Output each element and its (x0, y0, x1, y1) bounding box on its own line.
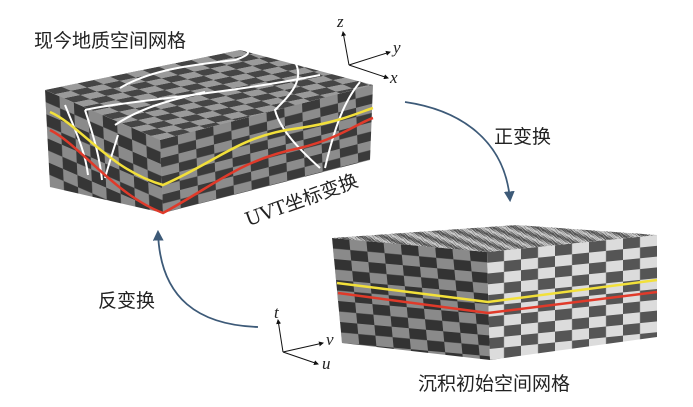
horizon-lower (337, 290, 658, 315)
y-axis-label: y (393, 38, 401, 57)
current-grid-title: 现今地质空间网格 (34, 30, 187, 52)
inverse-transform-arrow (152, 229, 259, 328)
fault-line (104, 134, 119, 179)
fault-line (64, 104, 89, 176)
block-top-face (332, 225, 657, 252)
fault-line (324, 81, 361, 169)
fault-line (119, 49, 249, 89)
v-axis-label: v (326, 330, 334, 349)
initial-grid-title: 沉积初始空间网格 (418, 373, 571, 395)
block-right-face (487, 235, 657, 360)
u-axis-label: u (322, 354, 331, 373)
block-front-face (160, 85, 373, 213)
current-grid-block (45, 49, 374, 215)
fault-line (114, 91, 206, 126)
t-axis-label: t (274, 303, 279, 322)
fault-line (84, 109, 103, 181)
forward-transform-label: 正变换 (494, 126, 552, 148)
block-left-face (332, 238, 490, 360)
horizon-upper (336, 278, 658, 304)
uvt-axes (276, 319, 324, 366)
horizon-upper (49, 106, 374, 187)
forward-transform-arrow (404, 101, 515, 203)
x-axis-label: x (390, 68, 398, 87)
initial-grid-block (332, 225, 658, 360)
horizon-lower (49, 116, 374, 215)
fault-line (84, 74, 321, 111)
z-axis-label: z (337, 12, 344, 31)
inverse-transform-label: 反变换 (98, 290, 156, 312)
xyz-axes (341, 31, 391, 80)
fault-line (273, 61, 321, 169)
